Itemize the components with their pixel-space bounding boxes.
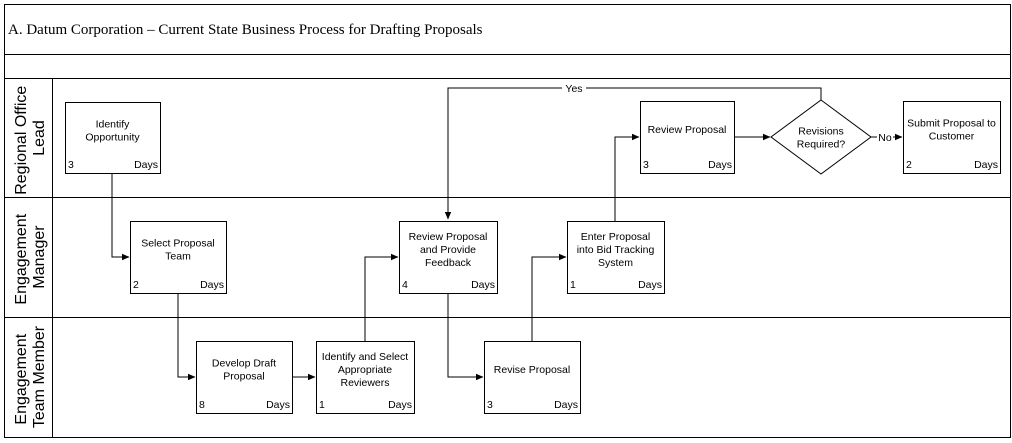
lane-label-line: Manager bbox=[31, 225, 48, 289]
process-step-duration-value: 2 bbox=[906, 159, 912, 171]
process-step-label: Revise Proposal bbox=[494, 364, 570, 376]
process-step-box bbox=[130, 221, 227, 294]
process-step-label: Appropriate bbox=[338, 364, 392, 376]
process-step-box bbox=[567, 221, 665, 294]
process-step-label: into Bid Tracking bbox=[577, 244, 655, 256]
process-step-label: Identify bbox=[96, 119, 131, 131]
process-step-duration-value: 1 bbox=[319, 399, 325, 411]
process-step-duration-unit: Days bbox=[554, 399, 578, 411]
process-step-duration-value: 3 bbox=[487, 399, 493, 411]
process-step-label: Review Proposal bbox=[409, 231, 488, 243]
process-step-box bbox=[640, 101, 735, 174]
lane-label-line: Engagement bbox=[13, 213, 30, 304]
process-step-label: Reviewers bbox=[340, 377, 389, 389]
process-step-review-proposal: Review Proposal 3 Days bbox=[640, 101, 735, 174]
process-step-label: Submit Proposal to bbox=[907, 118, 996, 130]
lane-label-engagement-team-member: Engagement Team Member bbox=[13, 325, 48, 428]
process-step-label: Develop Draft bbox=[212, 358, 276, 370]
flow-select-team-to-develop-draft bbox=[177, 293, 196, 381]
process-step-duration-unit: Days bbox=[638, 279, 662, 291]
process-step-label: Select Proposal bbox=[141, 238, 215, 250]
process-step-box bbox=[399, 221, 498, 294]
process-step-duration-value: 3 bbox=[68, 159, 74, 171]
process-step-duration-value: 3 bbox=[643, 159, 649, 171]
process-step-duration-value: 1 bbox=[570, 279, 576, 291]
flow-enter-bid-to-review bbox=[614, 133, 640, 221]
process-step-box bbox=[903, 101, 1001, 174]
lane-label-engagement-manager: Engagement Manager bbox=[13, 209, 48, 304]
process-step-duration-unit: Days bbox=[708, 159, 732, 171]
process-step-duration-unit: Days bbox=[471, 279, 495, 291]
flow-review-feedback-to-revise bbox=[447, 293, 484, 381]
process-step-duration-value: 8 bbox=[199, 399, 205, 411]
process-step-label: and Provide bbox=[420, 244, 476, 256]
no-label-background bbox=[877, 130, 893, 144]
process-step-duration-unit: Days bbox=[200, 279, 224, 291]
flow-identify-reviewers-to-review-feedback bbox=[364, 253, 399, 341]
lane-label-regional-office-lead: Regional Office Lead bbox=[13, 81, 48, 195]
process-step-box bbox=[65, 102, 161, 174]
process-step-duration-unit: Days bbox=[266, 399, 290, 411]
no-label: No bbox=[878, 132, 892, 144]
process-step-label: Review Proposal bbox=[648, 124, 727, 136]
process-step-duration-unit: Days bbox=[388, 399, 412, 411]
decision-diamond bbox=[770, 99, 872, 175]
process-step-duration-unit: Days bbox=[134, 159, 158, 171]
yes-label: Yes bbox=[565, 83, 582, 95]
process-step-label: Proposal bbox=[223, 371, 264, 383]
flow-decision-yes-to-review-feedback bbox=[444, 87, 822, 220]
lane-label-line: Engagement bbox=[13, 333, 30, 424]
process-step-label: Customer bbox=[929, 131, 975, 143]
lane-label-line: Regional Office bbox=[13, 86, 30, 195]
process-step-duration-value: 2 bbox=[133, 279, 139, 291]
process-step-label: Identify and Select bbox=[322, 351, 408, 363]
process-step-duration-value: 4 bbox=[402, 279, 408, 291]
process-step-label: Team bbox=[165, 251, 191, 263]
flow-identify-to-select-team bbox=[111, 173, 130, 261]
decision-label: Revisions bbox=[798, 126, 844, 138]
diagram-frame bbox=[4, 4, 1011, 438]
decision-label: Required? bbox=[797, 139, 846, 151]
process-step-label: Feedback bbox=[425, 257, 472, 269]
process-step-label: System bbox=[598, 257, 633, 269]
process-step-duration-unit: Days bbox=[974, 159, 998, 171]
lane-label-line: Team Member bbox=[31, 325, 48, 428]
process-step-box bbox=[316, 341, 415, 414]
yes-label-background bbox=[562, 81, 586, 95]
process-step-label: Enter Proposal bbox=[581, 231, 650, 243]
connectors: Yes No bbox=[111, 81, 903, 381]
process-step-box bbox=[196, 341, 293, 414]
process-step-revise-proposal: Revise Proposal 3 Days bbox=[484, 341, 581, 414]
flow-revise-to-enter-bid bbox=[531, 253, 567, 341]
process-step-box bbox=[484, 341, 581, 414]
lane-label-line: Lead bbox=[31, 120, 48, 156]
process-step-label: Opportunity bbox=[85, 132, 140, 144]
diagram-title: A. Datum Corporation – Current State Bus… bbox=[8, 22, 483, 38]
